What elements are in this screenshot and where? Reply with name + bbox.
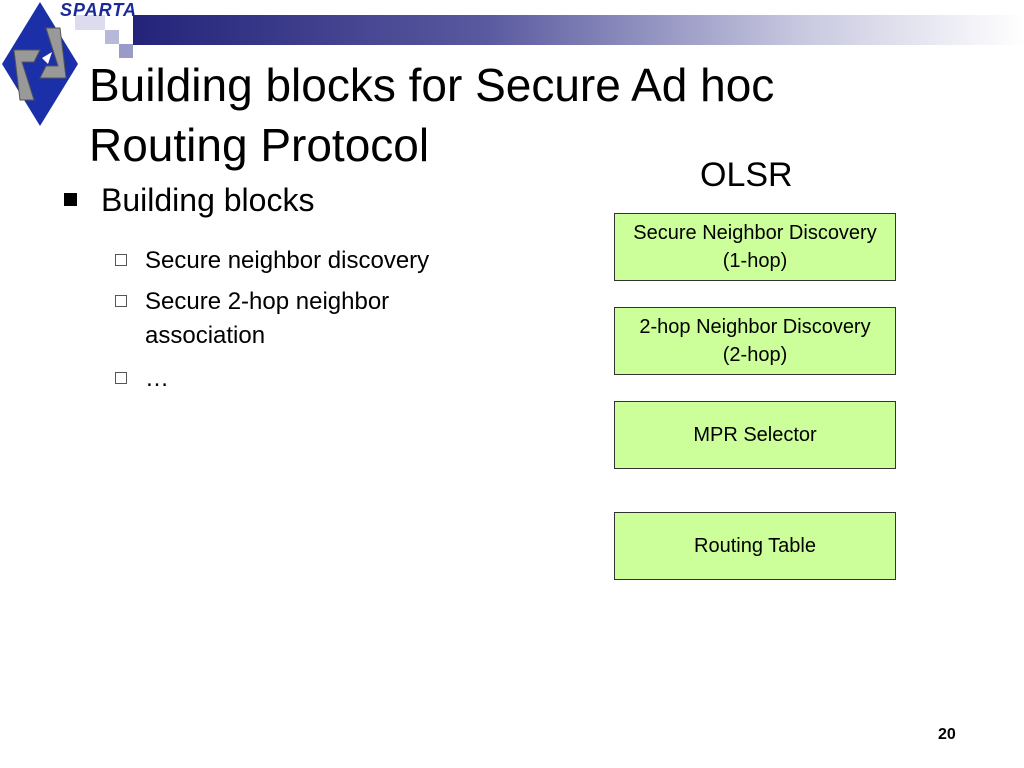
box-text: Routing Table [694,535,816,557]
slide-title: Building blocks for Secure Ad hoc Routin… [89,59,775,171]
sparta-logo-icon [2,2,78,126]
page-number: 20 [938,726,956,743]
sub-bullet: … [115,362,505,396]
box-subtext: (1-hop) [722,250,788,272]
bullet-text: Building blocks [101,182,315,218]
box-text: MPR Selector [693,424,817,446]
diagram-box: Routing Table [614,512,896,580]
sub-bullet: Secure 2-hop neighbor association [115,285,505,353]
diagram-box: 2-hop Neighbor Discovery (2-hop) [614,307,896,375]
box-text: Secure Neighbor Discovery [633,222,877,244]
square-bullet-icon [64,193,77,207]
decor-square [75,15,105,30]
decor-square [119,44,133,58]
logo-text: SPARTA [60,0,138,20]
sub-bullet-text: Secure 2-hop neighbor association [145,288,390,349]
sub-bullet-text: Secure neighbor discovery [145,247,430,274]
box-text: 2-hop Neighbor Discovery [639,316,871,338]
diagram-box: MPR Selector [614,401,896,469]
hollow-square-bullet-icon [115,372,127,384]
diagram-box: Secure Neighbor Discovery (1-hop) [614,213,896,281]
bullet-item: Building blocks [64,182,314,219]
sub-bullet: Secure neighbor discovery [115,244,505,278]
sub-bullet-text: … [145,365,169,392]
box-subtext: (2-hop) [722,344,788,366]
header-gradient-bar [133,15,1024,45]
diagram-heading: OLSR [700,156,793,194]
decor-square [105,30,119,44]
hollow-square-bullet-icon [115,254,127,266]
hollow-square-bullet-icon [115,295,127,307]
